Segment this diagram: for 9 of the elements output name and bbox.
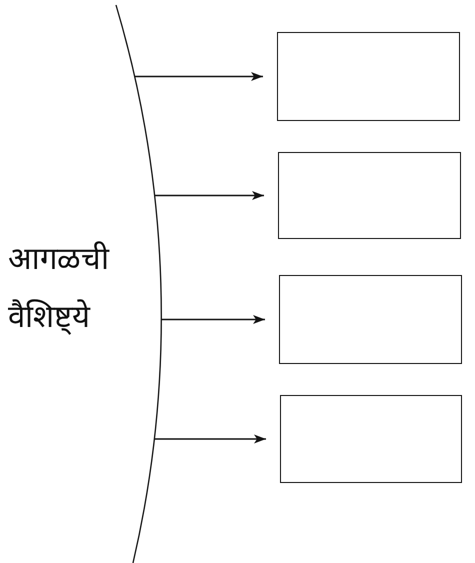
empty-box (277, 32, 460, 121)
empty-box (279, 275, 462, 364)
heading-text: आगळची वैशिष्ट्ये (8, 240, 110, 337)
arrow (161, 315, 265, 324)
empty-box (280, 395, 462, 483)
arrow (154, 434, 266, 444)
empty-box (278, 152, 461, 239)
arrow (154, 191, 264, 200)
arrow (134, 72, 263, 81)
